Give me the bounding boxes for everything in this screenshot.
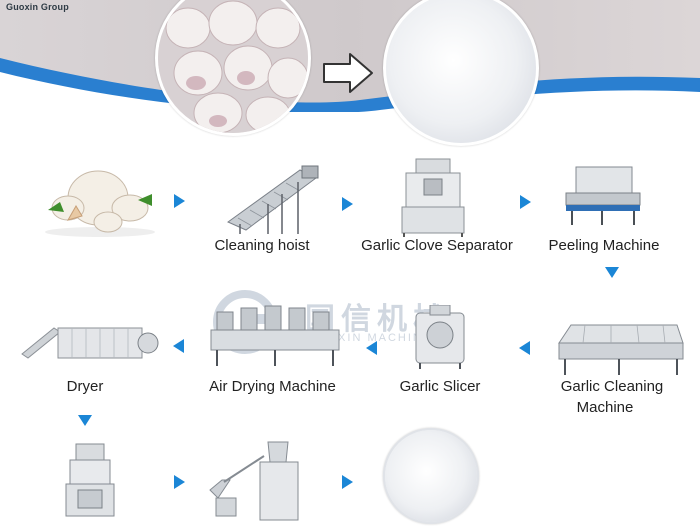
garlic-clove-separator-image: [398, 157, 468, 242]
brand-logo-text: Guoxin Group: [6, 2, 69, 12]
garlic-powder-image: [383, 0, 539, 146]
chevron-right-icon: [340, 196, 354, 217]
garlic-bulbs-image: [155, 0, 311, 136]
chevron-down-icon: [77, 413, 93, 432]
label-peeling-machine: Peeling Machine: [548, 237, 660, 254]
watermark-en: GUOXIN MACHINERY: [307, 332, 452, 344]
peeling-machine-image: [562, 163, 642, 233]
grinder-image: [62, 440, 118, 525]
chevron-right-icon: [518, 194, 532, 215]
label-dryer: Dryer: [66, 378, 104, 395]
cleaning-hoist-image: [220, 160, 325, 240]
label-garlic-cleaning-line1: Garlic Cleaning: [560, 378, 664, 395]
garlic-slicer-image: [410, 304, 470, 375]
chevron-right-icon: [172, 193, 186, 214]
packing-machine-image: [208, 440, 303, 527]
label-garlic-clove-separator: Garlic Clove Separator: [361, 237, 513, 254]
chevron-left-icon: [172, 338, 186, 359]
chevron-left-icon: [518, 340, 532, 361]
label-cleaning-hoist: Cleaning hoist: [214, 237, 310, 254]
air-drying-machine-image: [205, 300, 345, 373]
garlic-cleaning-machine-image: [555, 303, 685, 383]
label-garlic-slicer: Garlic Slicer: [399, 378, 481, 395]
label-air-drying-machine: Air Drying Machine: [209, 378, 336, 395]
chevron-right-icon: [172, 474, 186, 495]
chevron-down-icon: [604, 265, 620, 284]
label-garlic-cleaning-line2: Machine: [576, 399, 634, 416]
arrow-right-icon: [322, 52, 374, 99]
chevron-left-icon: [365, 340, 379, 361]
fresh-garlic-image: [38, 160, 163, 245]
dryer-image: [20, 318, 160, 373]
chevron-right-icon: [340, 474, 354, 495]
final-garlic-powder-image: [383, 428, 479, 524]
